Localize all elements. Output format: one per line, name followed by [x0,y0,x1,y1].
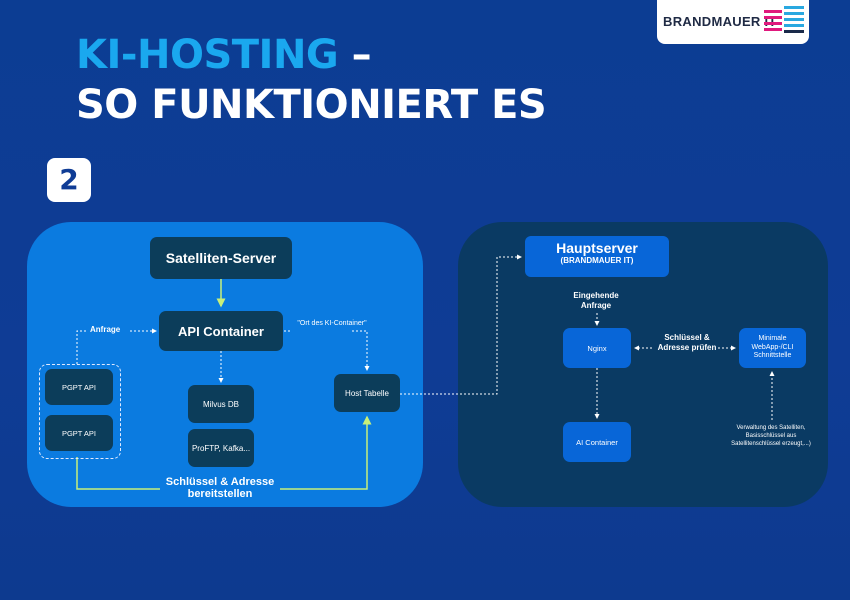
title-line-2: SO FUNKTIONIERT ES [76,82,547,128]
milvus-db-node: Milvus DB [188,385,254,423]
anfrage-label: Anfrage [90,325,121,334]
eingehende-anfrage-label: Eingehende Anfrage [573,291,619,310]
pgpt-to-anfrage-line [76,330,88,364]
host-table-node: Host Tabelle [334,374,400,412]
hauptserver-subtitle: (BRANDMAUER IT) [560,256,634,265]
host-to-hauptserver-arrow [400,254,522,395]
pgpt-api-node-2: PGPT API [45,415,113,451]
logo-text: BRANDMAUER IT [663,14,777,29]
step-number-badge: 2 [47,158,91,202]
logo-container [657,0,809,44]
bottom-line-right [280,415,372,490]
schluessel-bereitstellen-label: Schlüssel & Adresse bereitstellen [165,476,275,500]
verwaltung-label: Verwaltung des Satelliten, Basisschlüsse… [731,425,811,447]
schluessel-pruefen-label: Schlüssel & Adresse prüfen [657,333,717,352]
title-dash: – [338,32,372,78]
webapp-cli-node: Minimale WebApp-/CLI Schnittstelle [739,328,806,368]
proftp-node: ProFTP, Kafka... [188,429,254,467]
hauptserver-node: Hauptserver (BRANDMAUER IT) [525,236,669,277]
api-to-host-arrow [352,330,370,371]
brand-logo-icon [764,6,804,33]
page-title: KI-HOSTING – SO FUNKTIONIERT ES [76,30,547,130]
hauptserver-title: Hauptserver [556,240,638,256]
pgpt-api-group [39,364,121,459]
title-accent: KI-HOSTING [76,32,339,78]
bottom-line-left [76,457,160,490]
pgpt-api-node-1: PGPT API [45,369,113,405]
ort-des-ki-container-label: "Ort des KI-Container" [297,320,367,327]
satellite-server-node: Satelliten-Server [150,237,292,279]
api-container-node: API Container [159,311,283,351]
ai-container-node: AI Container [563,422,631,462]
nginx-node: Nginx [563,328,631,368]
